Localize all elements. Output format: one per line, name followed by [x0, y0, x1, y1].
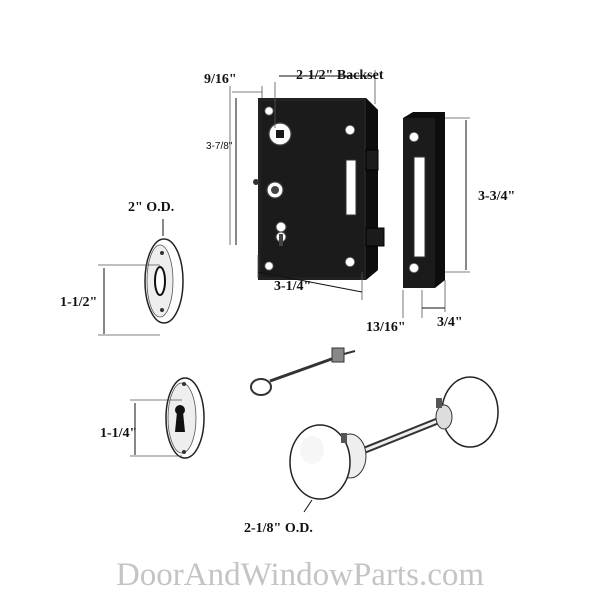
escutcheon-height-label: 1-1/4" [100, 426, 137, 441]
rosette-od-label: 2" O.D. [128, 200, 174, 215]
skeleton-key [250, 347, 356, 396]
backset-label: 2-1/2" Backset [296, 68, 384, 83]
door-knob-set [289, 376, 499, 513]
strike-height-label: 3-3/4" [478, 189, 515, 204]
strike-plate [403, 112, 445, 288]
lock-case [253, 98, 385, 280]
knob-od-label: 2-1/8" O.D. [244, 521, 313, 536]
strike-width-label: 3/4" [437, 315, 463, 330]
escutcheon-dimension-lines [130, 399, 182, 457]
case-width-label: 3-1/4" [274, 279, 311, 294]
watermark: DoorAndWindowParts.com [116, 557, 484, 593]
strike-depth-label: 13/16" [366, 320, 406, 335]
lockset-depth-label: 9/16" [204, 72, 237, 87]
dimension-labels: 9/16" 2-1/2" Backset 3-7/8" 3-3/4" 3-1/4… [60, 68, 515, 536]
rosette-inner-label: 1-1/2" [60, 295, 97, 310]
round-rosette [144, 238, 184, 324]
lock-dimension-lines [229, 70, 470, 318]
rosette-dimension-lines [98, 219, 164, 336]
keyhole-escutcheon [165, 377, 205, 459]
case-height-label: 3-7/8" [206, 141, 233, 152]
